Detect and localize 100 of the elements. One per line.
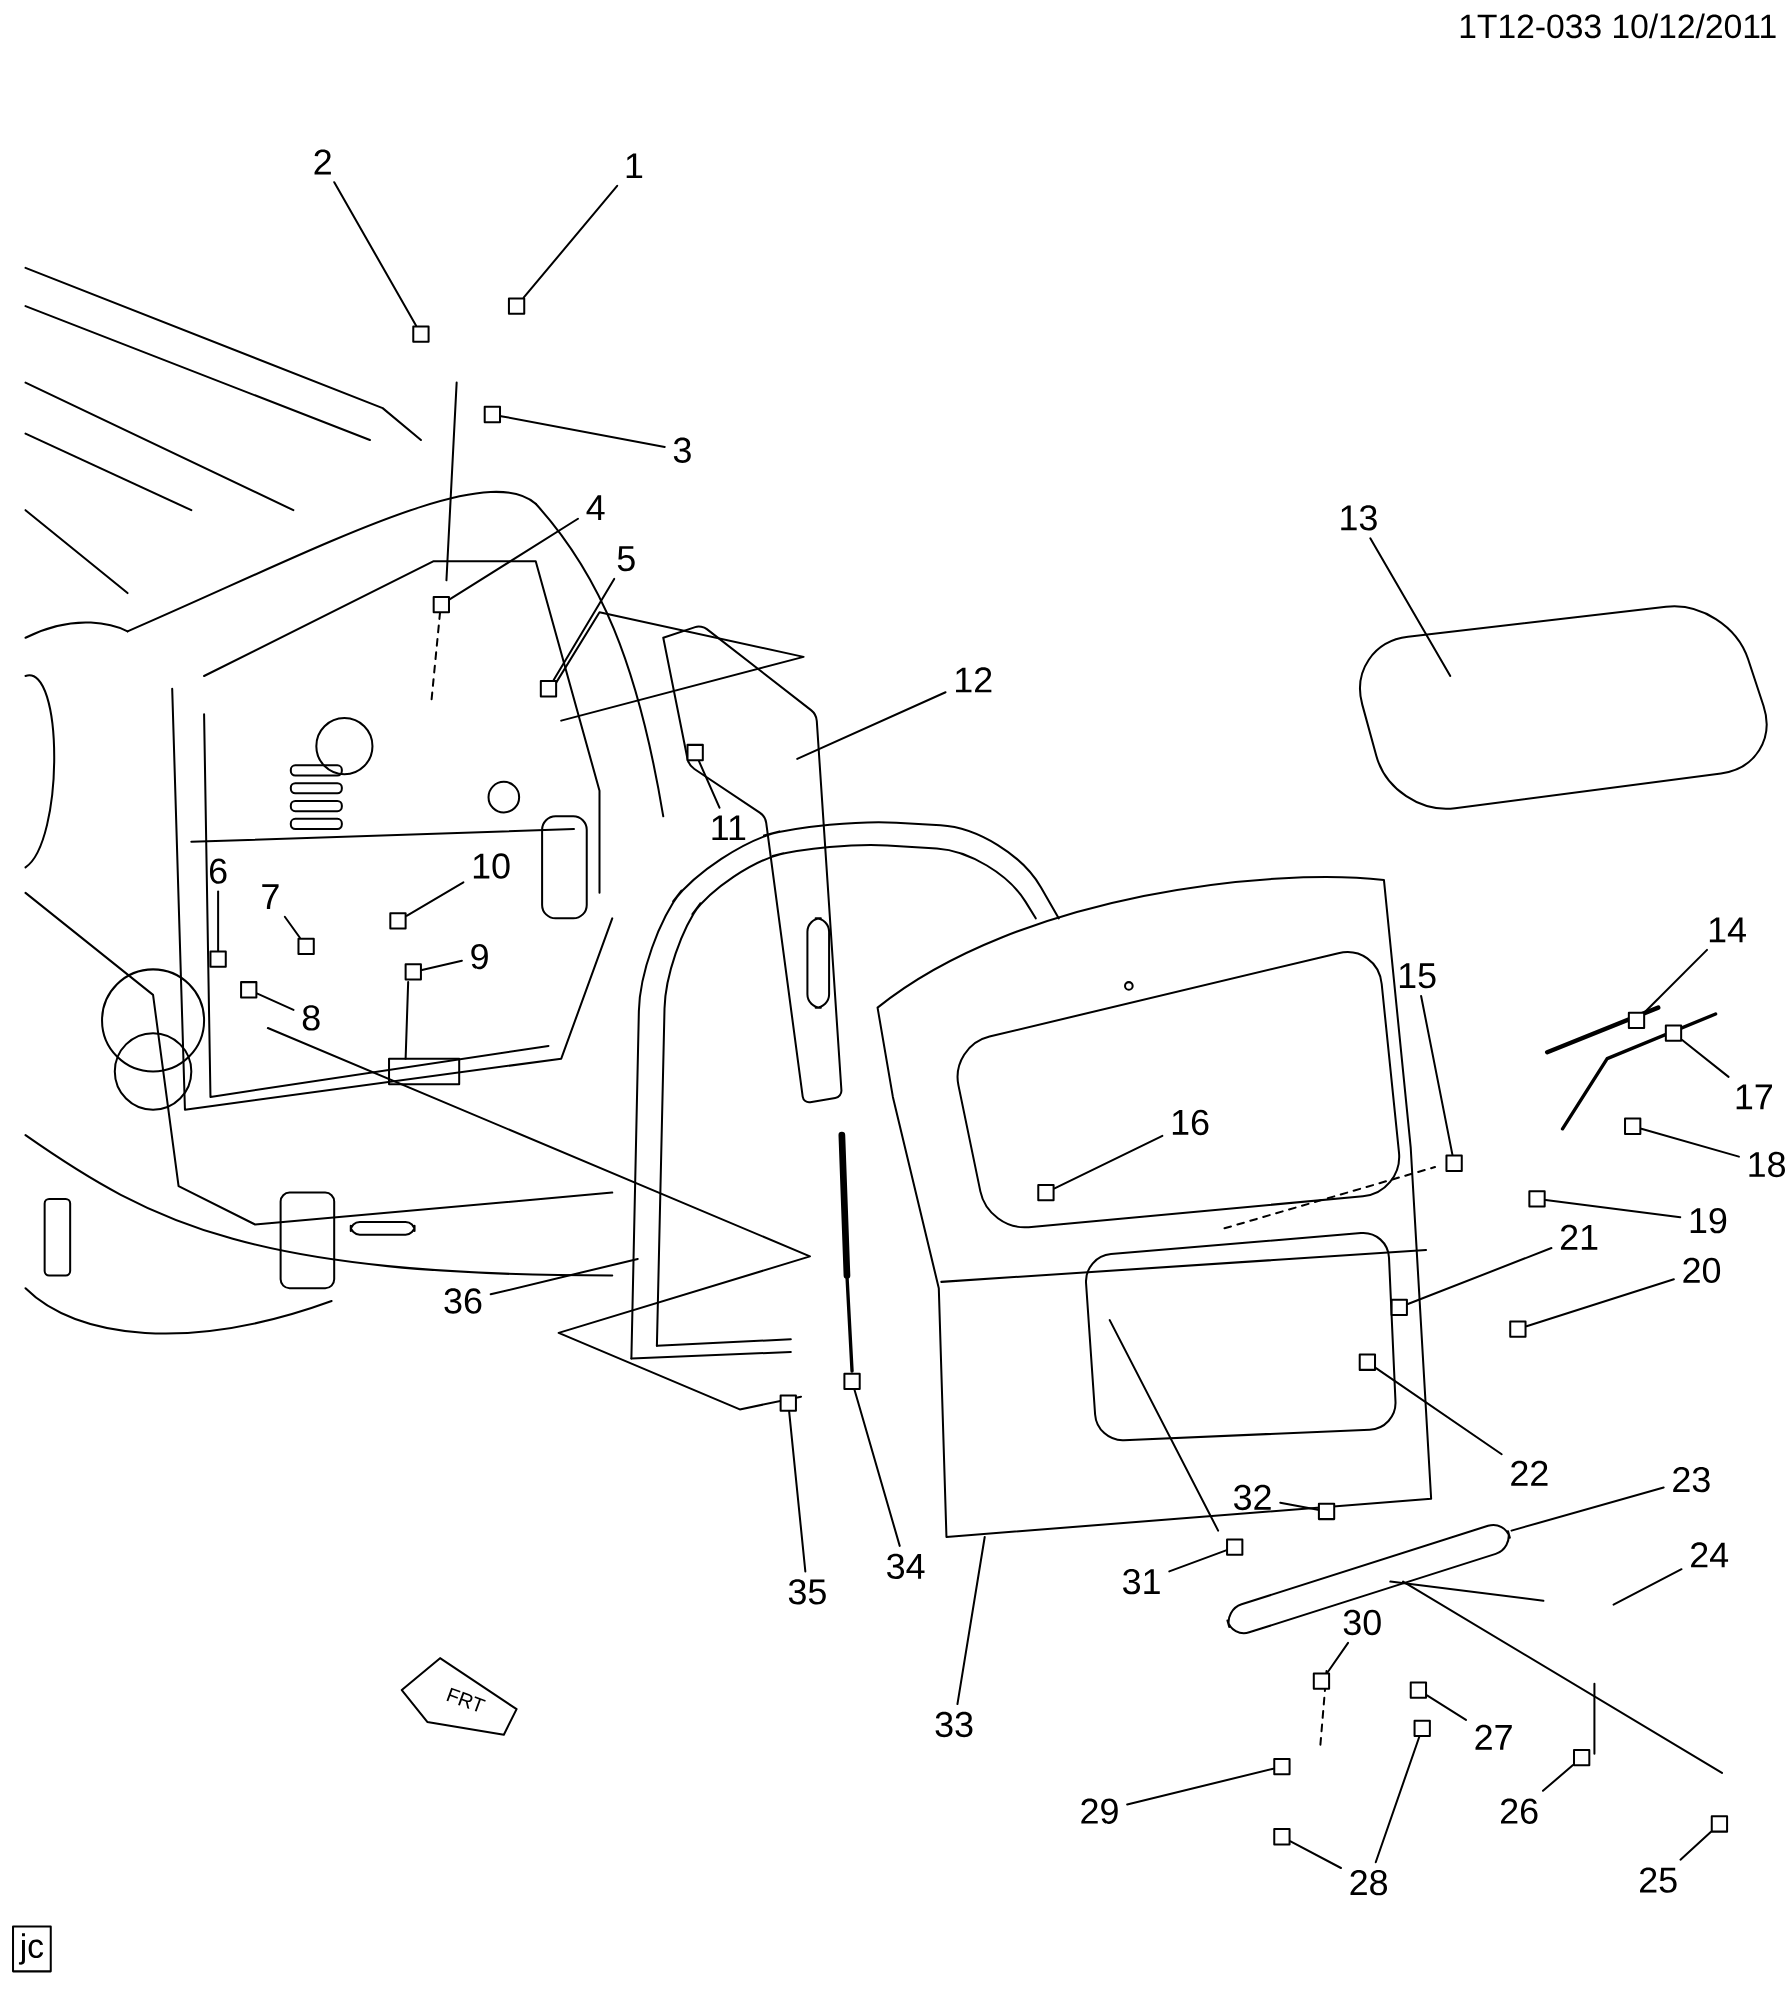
part-drawing bbox=[1409, 1681, 1428, 1699]
leader-line bbox=[796, 691, 947, 760]
leader-line bbox=[1544, 1199, 1682, 1219]
callout-number: 25 bbox=[1640, 1867, 1677, 1893]
callout-number: 9 bbox=[471, 943, 489, 970]
part-drawing bbox=[1445, 1154, 1463, 1172]
leader-line bbox=[1369, 537, 1452, 677]
callout-number: 12 bbox=[956, 667, 992, 693]
leader-line bbox=[1640, 1127, 1741, 1158]
callout-number: 34 bbox=[887, 1553, 925, 1579]
callout-number: 28 bbox=[1350, 1869, 1388, 1896]
leader-line bbox=[698, 760, 721, 809]
leader-line bbox=[1126, 1767, 1275, 1806]
callout-number: 3 bbox=[674, 437, 691, 463]
leader-line bbox=[500, 415, 666, 448]
part-drawing bbox=[1710, 1815, 1729, 1833]
part-drawing bbox=[1665, 1024, 1683, 1042]
leader-line bbox=[1374, 1735, 1421, 1864]
direction-label: FRT bbox=[446, 1687, 486, 1712]
leader-line bbox=[449, 517, 580, 601]
part-drawing bbox=[1624, 1117, 1642, 1135]
part-drawing bbox=[508, 297, 526, 315]
leader-line bbox=[1681, 1039, 1730, 1078]
part-drawing bbox=[404, 963, 423, 981]
part-drawing bbox=[1528, 1190, 1546, 1208]
callout-number: 6 bbox=[210, 858, 227, 884]
part-drawing bbox=[540, 680, 558, 698]
part-drawing bbox=[209, 950, 227, 968]
part-drawing bbox=[1413, 1719, 1432, 1737]
leader-line bbox=[256, 992, 295, 1011]
part-drawing bbox=[1628, 1011, 1646, 1030]
part-drawing bbox=[1390, 1298, 1409, 1317]
leader-line bbox=[1525, 1278, 1676, 1328]
callout-number: 15 bbox=[1400, 963, 1436, 989]
callout-number: 4 bbox=[586, 495, 605, 520]
callout-number: 31 bbox=[1123, 1568, 1160, 1595]
part-drawing bbox=[1273, 1828, 1291, 1846]
leader-line bbox=[956, 1535, 986, 1706]
artist-initials-box: jc bbox=[12, 1925, 52, 1973]
leader-line bbox=[552, 577, 616, 682]
leader-line bbox=[333, 181, 418, 327]
part-drawing bbox=[1358, 1353, 1377, 1371]
leader-line bbox=[1375, 1367, 1503, 1456]
part-drawing bbox=[389, 912, 407, 930]
callout-number: 2 bbox=[314, 149, 332, 175]
leader-line bbox=[1420, 995, 1454, 1156]
part-drawing bbox=[240, 981, 258, 999]
callout-number: 17 bbox=[1736, 1084, 1773, 1110]
part-drawing bbox=[1037, 1183, 1055, 1202]
callout-number: 1 bbox=[626, 153, 643, 179]
part-drawing bbox=[686, 743, 705, 762]
callout-number: 10 bbox=[474, 853, 510, 879]
leader-line bbox=[853, 1389, 901, 1547]
part-drawing bbox=[1313, 1672, 1331, 1690]
callout-number: 32 bbox=[1234, 1484, 1271, 1511]
leader-line bbox=[1053, 1134, 1164, 1190]
callout-number: 36 bbox=[444, 1288, 482, 1314]
part-drawing bbox=[412, 325, 430, 343]
part-drawing bbox=[1273, 1757, 1291, 1776]
callout-number: 24 bbox=[1691, 1542, 1729, 1568]
leader-line bbox=[1679, 1830, 1712, 1861]
part-drawing bbox=[1318, 1502, 1336, 1521]
leader-line bbox=[1542, 1764, 1575, 1792]
callout-number: 33 bbox=[935, 1711, 973, 1738]
callout-number: 11 bbox=[712, 815, 746, 841]
part-drawing bbox=[843, 1372, 861, 1390]
callout-number: 16 bbox=[1173, 1109, 1209, 1136]
callout-number: 23 bbox=[1673, 1466, 1710, 1493]
leader-line bbox=[421, 959, 464, 971]
callout-number: 21 bbox=[1561, 1224, 1598, 1250]
callout-number: 29 bbox=[1081, 1798, 1118, 1824]
part-drawing bbox=[483, 405, 502, 424]
leader-line bbox=[1612, 1568, 1683, 1606]
callout-number: 19 bbox=[1690, 1207, 1727, 1234]
callout-number: 18 bbox=[1749, 1151, 1786, 1178]
leader-line bbox=[1279, 1501, 1320, 1511]
leader-line bbox=[1426, 1694, 1468, 1721]
leader-line bbox=[1407, 1247, 1553, 1305]
leader-line bbox=[523, 184, 619, 299]
leader-line bbox=[1644, 948, 1709, 1013]
callout-number: 5 bbox=[617, 546, 635, 572]
callout-number: 13 bbox=[1341, 505, 1377, 531]
leader-line bbox=[788, 1410, 807, 1573]
part-drawing bbox=[1573, 1749, 1591, 1767]
part-drawing bbox=[432, 595, 451, 614]
callout-number: 20 bbox=[1683, 1257, 1721, 1284]
part-drawing bbox=[1226, 1538, 1244, 1556]
callout-number: 22 bbox=[1511, 1460, 1548, 1486]
callout-number: 27 bbox=[1475, 1724, 1512, 1750]
leader-line bbox=[284, 915, 302, 939]
leader-line bbox=[1168, 1549, 1228, 1573]
leader-line bbox=[1326, 1641, 1350, 1674]
leader-line bbox=[1289, 1840, 1343, 1869]
leader-line bbox=[405, 881, 465, 917]
callout-number: 7 bbox=[262, 884, 279, 909]
drawing-number: 1T12-033 10/12/2011 bbox=[1461, 13, 1776, 39]
part-drawing bbox=[1509, 1320, 1527, 1338]
callout-number: 35 bbox=[789, 1579, 827, 1605]
part-drawing bbox=[779, 1394, 798, 1412]
leader-line bbox=[489, 1257, 639, 1296]
